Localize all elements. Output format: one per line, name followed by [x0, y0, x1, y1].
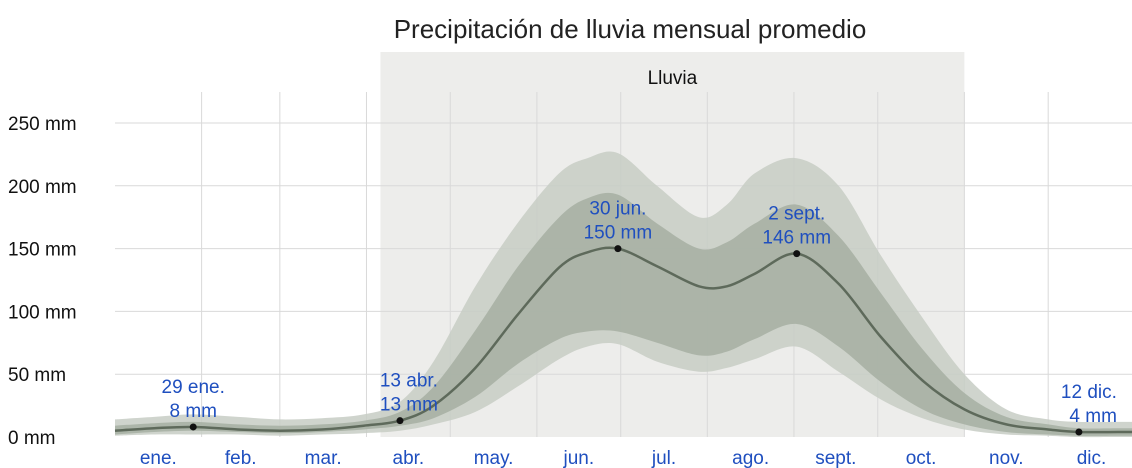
x-tick-label: abr.: [393, 448, 425, 468]
percentile-bands: [115, 151, 1132, 438]
y-axis-ticks: 0 mm 50 mm 100 mm 150 mm 200 mm 250 mm: [8, 114, 77, 449]
x-tick-label: ago.: [732, 448, 769, 468]
y-tick-label: 200 mm: [8, 177, 77, 198]
x-tick-label: jul.: [651, 448, 676, 468]
annotation-amount: 8 mm: [169, 401, 217, 422]
y-tick-label: 150 mm: [8, 240, 77, 261]
median-line: [114, 246, 1132, 434]
annotation-date: 29 ene.: [162, 377, 225, 398]
x-tick-label: jun.: [562, 448, 594, 468]
y-tick-label: 0 mm: [8, 428, 56, 449]
annotation-date: 30 jun.: [589, 199, 646, 220]
annotation-marker: [1075, 428, 1083, 436]
y-tick-label: 50 mm: [8, 365, 66, 386]
median-line-layer: [114, 246, 1132, 434]
x-tick-label: may.: [474, 448, 514, 468]
annotation-markers: 29 ene. 8 mm 13 abr. 13 mm 30 jun. 150 mm 2 se…: [162, 199, 1117, 436]
x-tick-label: dic.: [1077, 448, 1107, 468]
y-tick-label: 100 mm: [8, 302, 77, 323]
inner-percentile-band: [115, 192, 1132, 436]
annotation-amount: 150 mm: [584, 223, 653, 244]
x-tick-label: nov.: [989, 448, 1024, 468]
x-tick-label: ene.: [140, 448, 177, 468]
annotation-marker: [614, 245, 622, 253]
y-tick-label: 250 mm: [8, 114, 77, 135]
x-tick-label: feb.: [225, 448, 257, 468]
annotation-amount: 13 mm: [380, 395, 438, 416]
annotation-marker: [793, 250, 801, 258]
annotation-marker: [396, 417, 404, 425]
x-tick-label: oct.: [906, 448, 937, 468]
annotation-date: 13 abr.: [380, 371, 438, 392]
annotation-marker: [189, 423, 197, 431]
chart-title: Precipitación de lluvia mensual promedio: [394, 14, 867, 44]
x-tick-label: mar.: [305, 448, 342, 468]
annotation-amount: 4 mm: [1069, 406, 1117, 427]
annotation-date: 2 sept.: [768, 204, 825, 225]
annotation-date: 12 dic.: [1061, 382, 1117, 403]
x-tick-label: sept.: [815, 448, 856, 468]
rainy-season-label: Lluvia: [648, 68, 698, 89]
annotation-amount: 146 mm: [762, 228, 831, 249]
x-axis-ticks: ene. feb. mar. abr. may. jun. jul. ago. sept. oct…: [140, 448, 1106, 468]
